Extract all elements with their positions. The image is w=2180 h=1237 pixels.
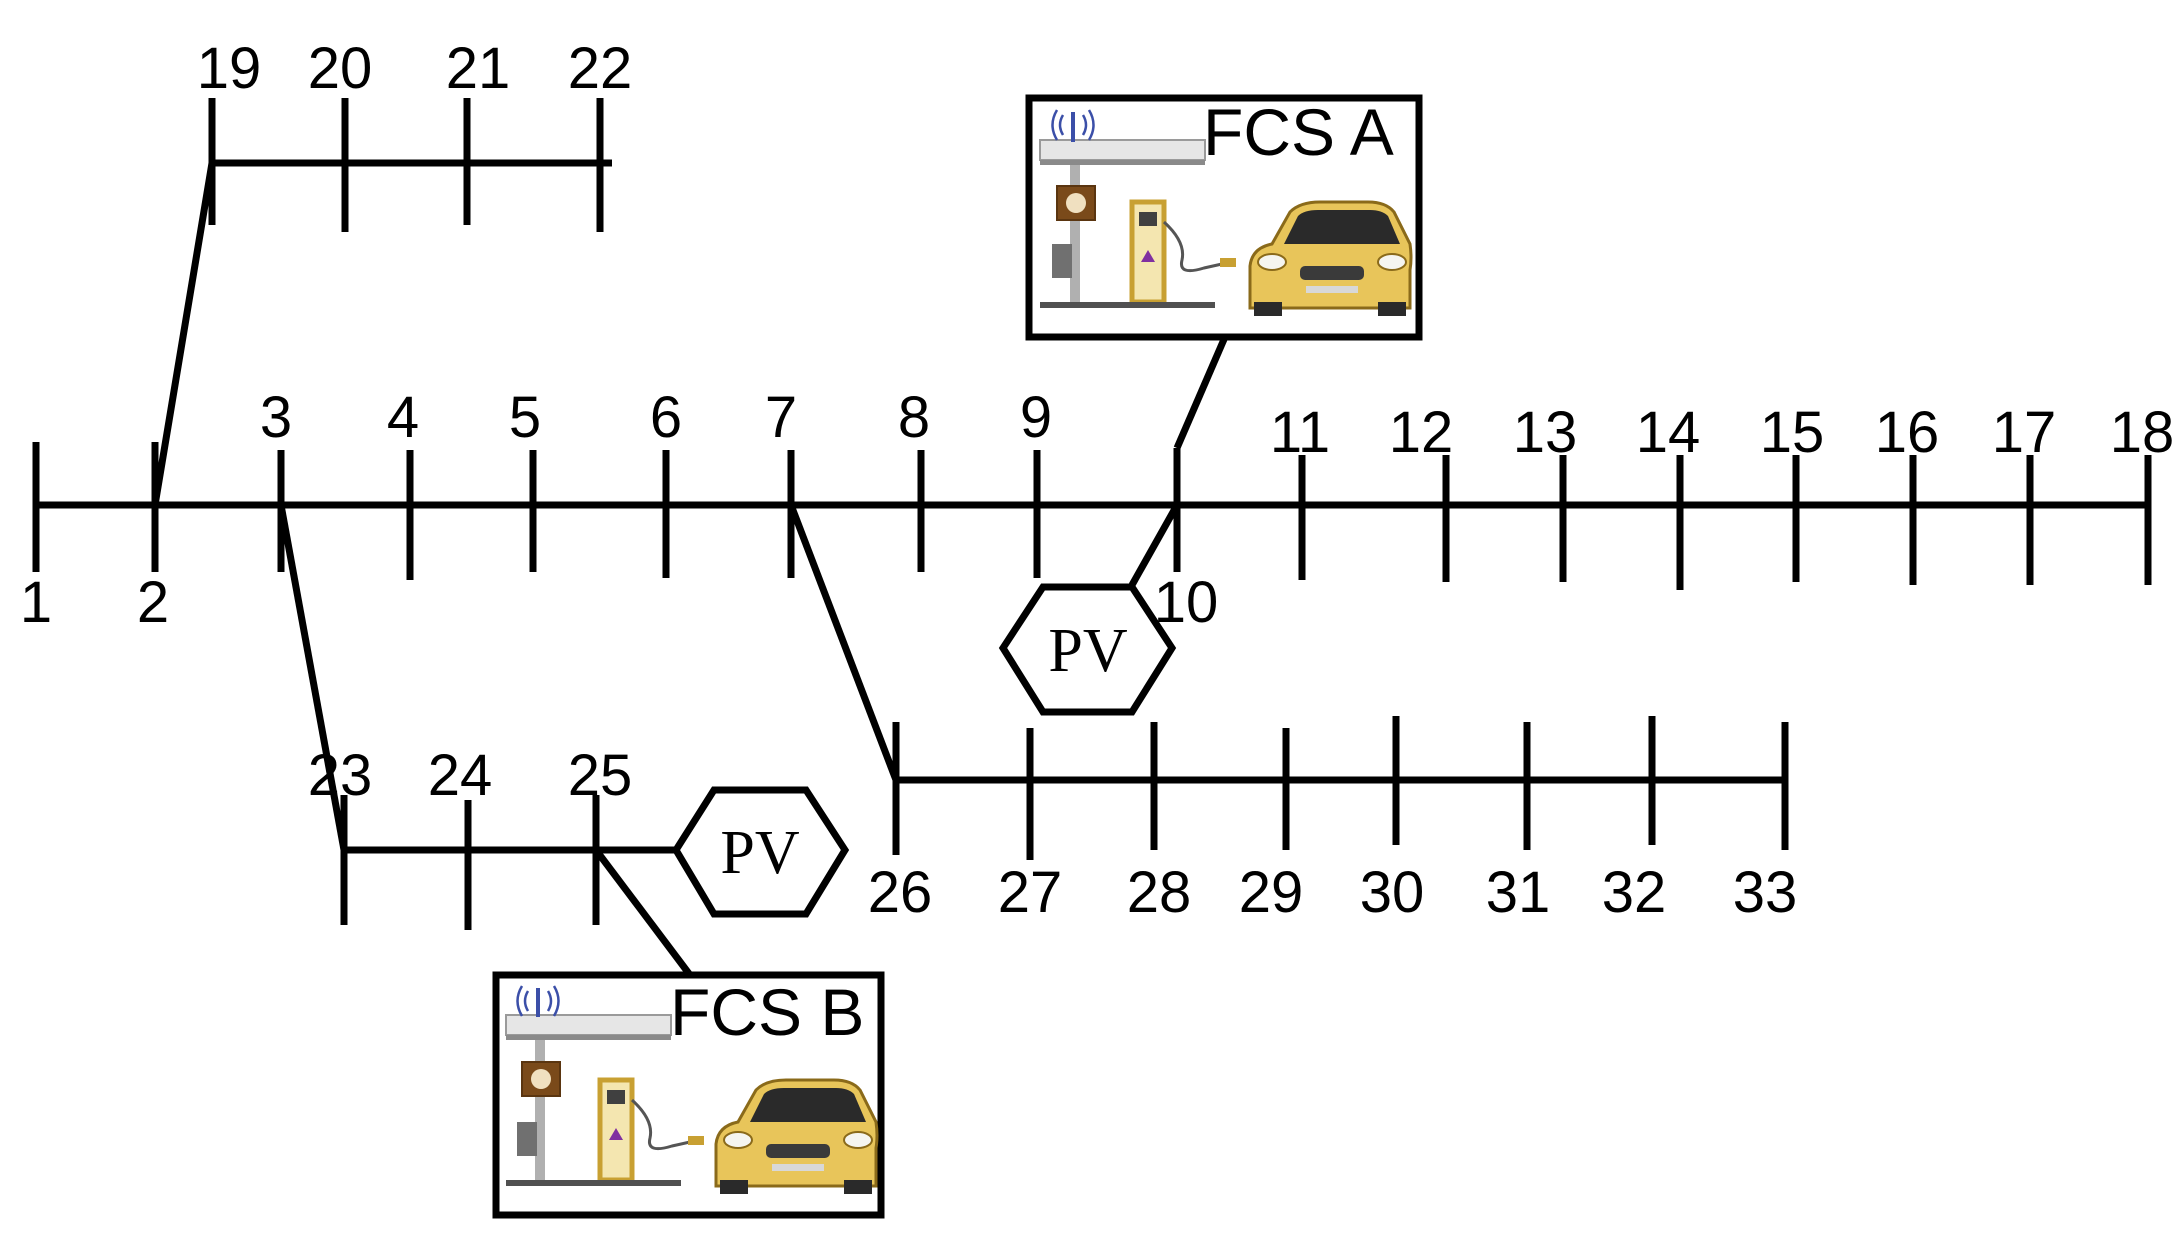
bus-labels: 1 2 3 4 5 6 7 8 9 10 11 12 13 14 15 16 1… (20, 36, 2174, 925)
pv-hexagon (998, 583, 1177, 716)
bus-label-33: 33 (1733, 860, 1798, 925)
pv-unit-bus-25: PV (671, 786, 850, 918)
connector-3-23-line (277, 504, 348, 851)
bus-label-15: 15 (1760, 400, 1825, 465)
bus-label-8: 8 (898, 385, 930, 450)
bus-label-23: 23 (308, 743, 373, 808)
bus-label-9: 9 (1020, 385, 1052, 450)
bus-label-26: 26 (868, 860, 933, 925)
electric-car-icon (1248, 200, 1413, 316)
bus-label-28: 28 (1127, 860, 1192, 925)
bus-label-27: 27 (998, 860, 1063, 925)
fcs-b: FCS B (492, 971, 885, 1219)
bus-label-13: 13 (1513, 400, 1578, 465)
bus-label-22: 22 (568, 36, 633, 101)
charging-station-illustration (505, 985, 879, 1194)
bus-label-19: 19 (197, 36, 262, 101)
antenna-icon (516, 985, 560, 1017)
bus-label-21: 21 (446, 36, 511, 101)
bus-label-3: 3 (260, 385, 292, 450)
pv-unit-bus-10: PV (998, 583, 1177, 716)
bus-label-32: 32 (1602, 860, 1667, 925)
canopy-icon (1039, 139, 1206, 161)
bus-label-5: 5 (509, 385, 541, 450)
bus-label-18: 18 (2110, 400, 2175, 465)
bus-label-1: 1 (20, 570, 52, 635)
bus-label-30: 30 (1360, 860, 1425, 925)
bus-label-12: 12 (1389, 400, 1454, 465)
pv-hexagon (671, 786, 850, 918)
bus-label-11: 11 (1270, 400, 1330, 465)
pv-label: PV (1048, 617, 1127, 685)
bus-label-6: 6 (650, 385, 682, 450)
fcs-a: FCS A (1025, 94, 1423, 341)
bus-label-10: 10 (1154, 570, 1219, 635)
bus-label-24: 24 (428, 743, 493, 808)
bus-label-17: 17 (1992, 400, 2057, 465)
bus-label-31: 31 (1486, 860, 1551, 925)
pv-label: PV (720, 819, 799, 887)
electric-car-icon (714, 1078, 879, 1194)
canopy-icon (505, 1014, 672, 1036)
bus-label-4: 4 (387, 385, 419, 450)
charger-icon (1129, 199, 1236, 305)
connector-10-pv-line (1128, 503, 1181, 587)
bus-label-20: 20 (308, 36, 373, 101)
connector-25-fcs-b-line (593, 847, 693, 978)
connector-7-26-line (787, 503, 900, 782)
antenna-icon (1051, 109, 1095, 142)
bus-label-2: 2 (137, 570, 169, 635)
bus-label-29: 29 (1239, 860, 1304, 925)
connector-10-fcs-a-line-upper (1173, 335, 1229, 450)
fcs-label: FCS A (1203, 95, 1394, 169)
connector-2-19-line (151, 162, 216, 506)
bus-label-16: 16 (1875, 400, 1940, 465)
bus-label-7: 7 (765, 385, 797, 450)
bus-label-25: 25 (568, 743, 633, 808)
bus-ticks (32, 98, 2152, 930)
fcs-label: FCS B (670, 975, 864, 1049)
bus-label-14: 14 (1636, 400, 1701, 465)
charging-station-illustration (1039, 109, 1413, 316)
station-sign-icon (521, 1061, 561, 1097)
